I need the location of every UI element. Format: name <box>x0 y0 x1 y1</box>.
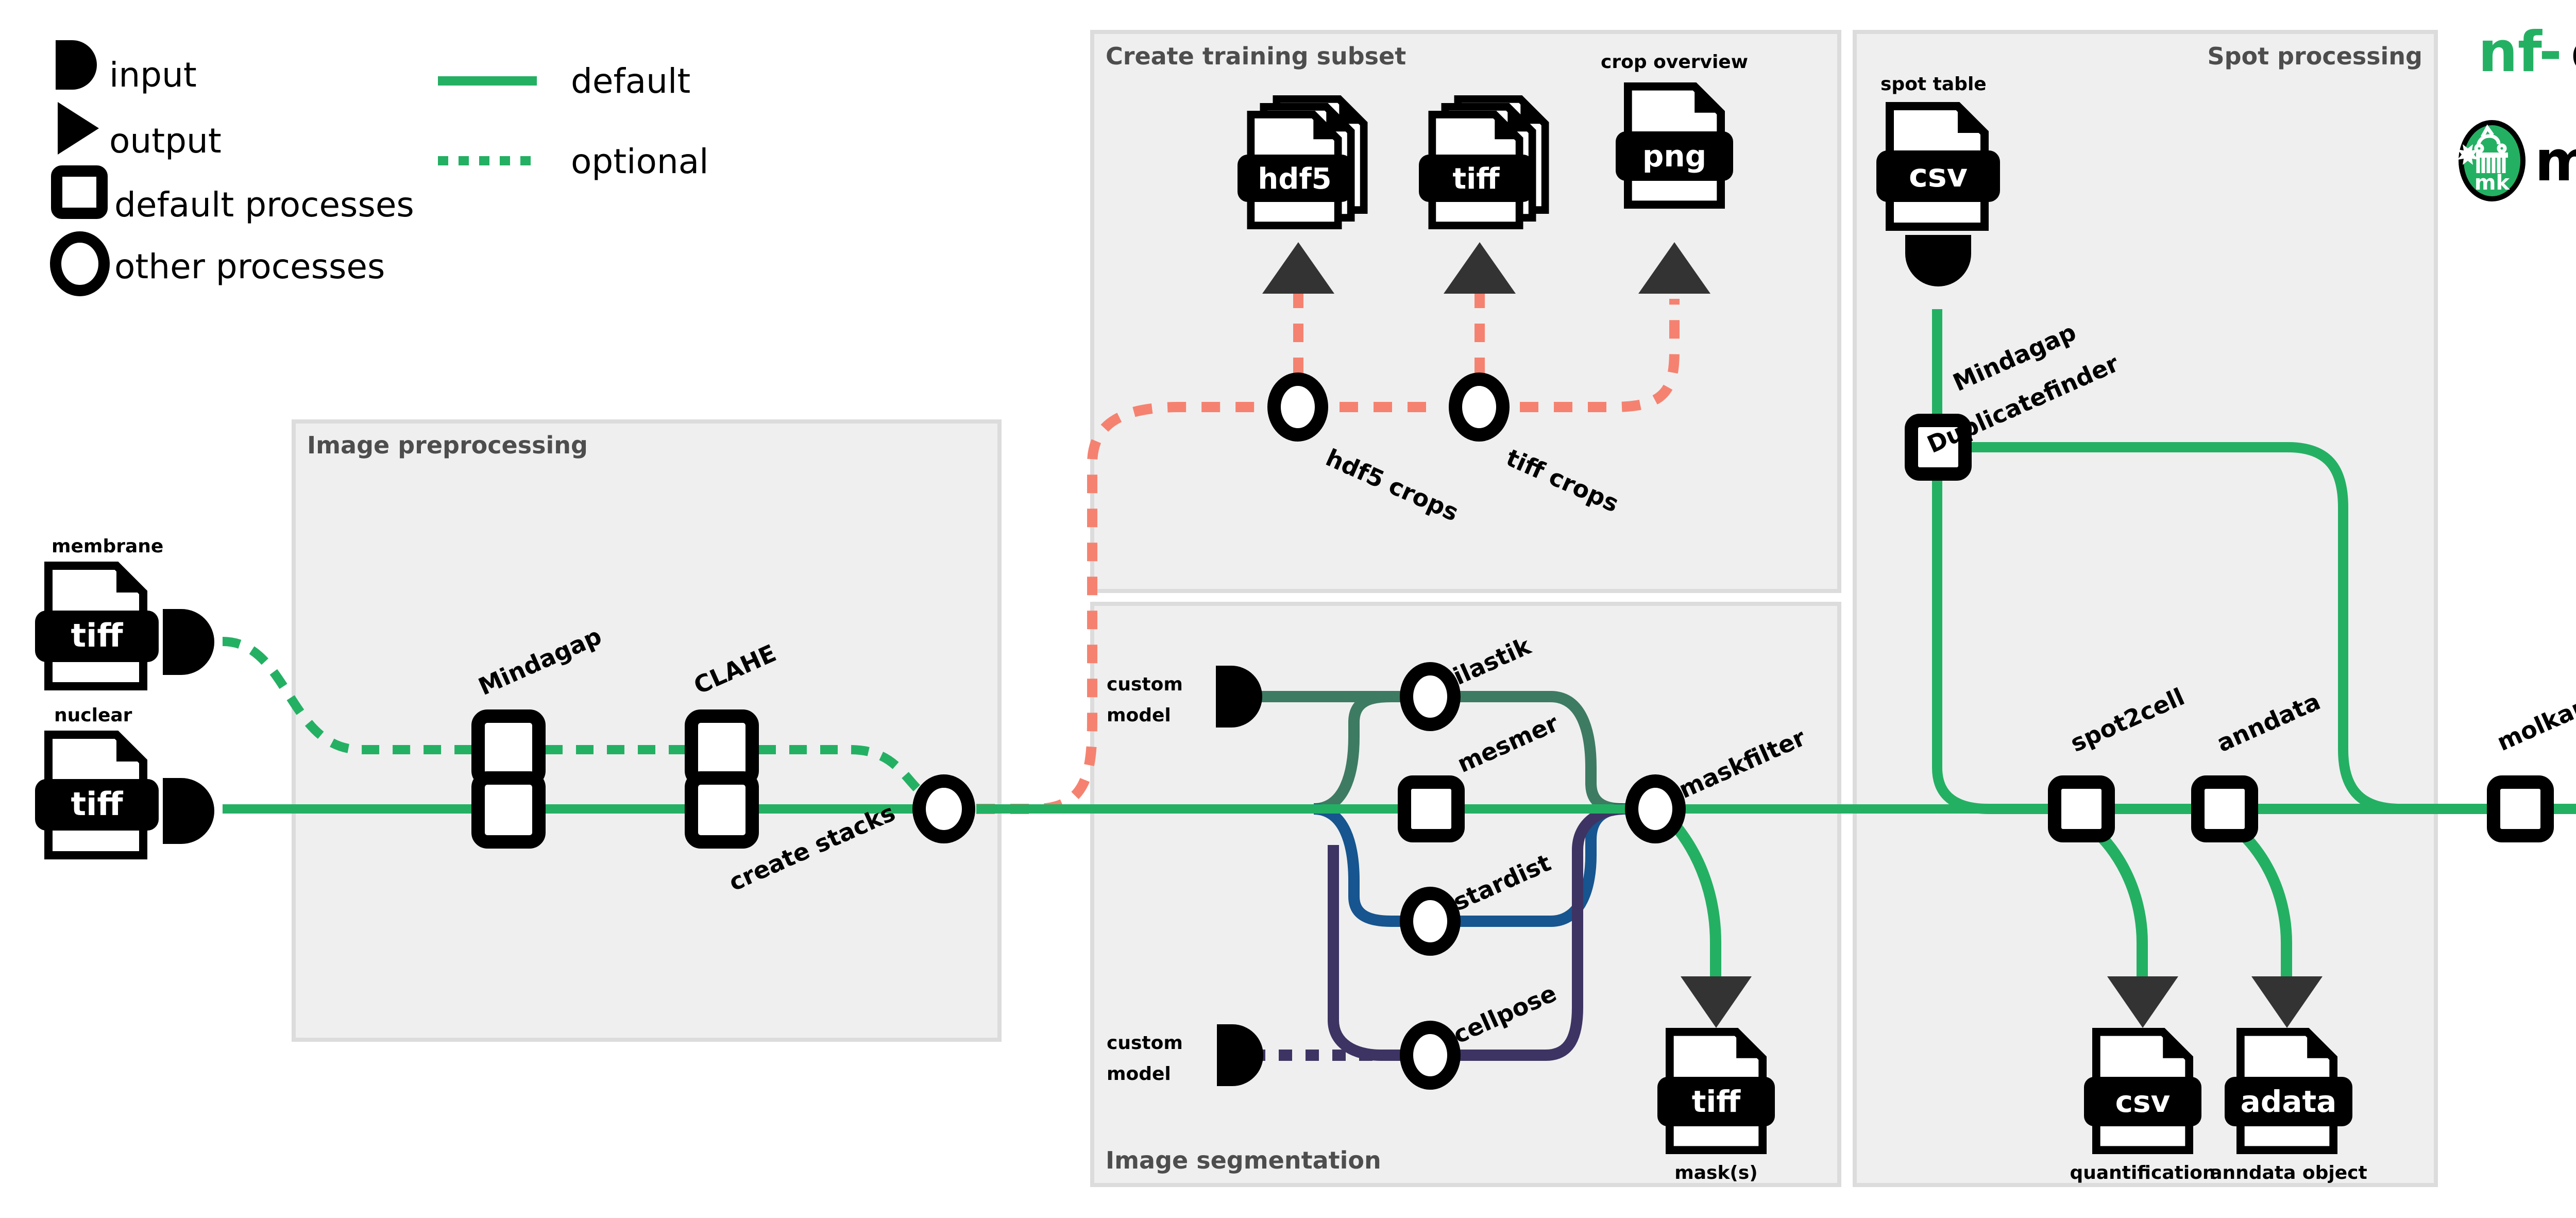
legend-label-other-processes: other processes <box>114 247 385 286</box>
edge-tiffcrops-to-cropoverview <box>1520 299 1680 412</box>
output-ext-adata: adata <box>2241 1084 2337 1119</box>
nf-core-logo: nf - core/ mk molkart <box>2458 20 2576 201</box>
input-label-custom-model-cellpose-line1: custom <box>1107 1033 1183 1054</box>
output-anndata-object: adata anndata object <box>2210 1032 2367 1183</box>
input-label-membrane: membrane <box>52 536 163 557</box>
process-anndata[interactable] <box>2191 775 2258 842</box>
panel-title-spot-processing: Spot processing <box>2207 42 2422 70</box>
output-ext-mask: tiff <box>1692 1084 1741 1119</box>
arrowhead-adata <box>2251 976 2323 1028</box>
process-hdf5-crops[interactable] <box>1267 373 1328 442</box>
input-marker-icon <box>56 40 97 90</box>
input-label-custom-model-cellpose-line2: model <box>1107 1063 1171 1085</box>
output-marker-icon <box>58 102 99 155</box>
input-ext-nuclear: tiff <box>71 785 123 823</box>
legend-label-optional-line: optional <box>571 142 708 181</box>
logo-molkart: molkart <box>2535 129 2576 194</box>
process-ilastik[interactable] <box>1400 662 1461 731</box>
edge-membrane-to-mindagap <box>222 637 479 754</box>
output-crop-overview: crop overview png <box>1601 52 1748 205</box>
output-label-anndata-object: anndata object <box>2210 1162 2367 1183</box>
output-ext-png: png <box>1642 139 1706 174</box>
input-nuclear-tiff: nuclear <box>54 705 132 726</box>
input-connector-custommodel-ilastik-icon <box>1216 666 1262 728</box>
output-ext-tiff-crops: tiff <box>1452 162 1500 196</box>
edge-maskfilter-to-mask <box>1670 820 1721 982</box>
output-ext-hdf5: hdf5 <box>1258 162 1331 196</box>
edge-cellpose-to-maskfilter <box>1449 803 1623 1061</box>
edge-stardist-branch <box>1313 803 1412 927</box>
panel-title-create-training-subset: Create training subset <box>1106 42 1406 70</box>
process-spot2cell[interactable] <box>2048 775 2115 842</box>
process-create-stacks[interactable] <box>912 774 975 843</box>
arrowhead-quantification <box>2107 976 2178 1028</box>
arrowhead-hdf5 <box>1262 242 1334 294</box>
process-mesmer[interactable] <box>1398 775 1465 842</box>
process-tiff-crops[interactable] <box>1449 373 1510 442</box>
legend-label-output: output <box>109 121 222 161</box>
process-mindagap[interactable] <box>471 709 546 849</box>
input-connector-nuclear-icon <box>163 778 214 844</box>
input-connector-custommodel-cellpose-icon <box>1217 1024 1263 1086</box>
legend-label-input: input <box>109 55 197 95</box>
input-membrane-tiff: membrane <box>52 536 163 557</box>
process-cellpose[interactable] <box>1400 1021 1461 1090</box>
circle-marker-icon <box>50 231 110 296</box>
molkart-badge-label: mk <box>2475 171 2511 195</box>
output-label-crop-overview: crop overview <box>1601 52 1748 73</box>
legend-label-default-processes: default processes <box>114 185 414 225</box>
edge-cellpose-branch <box>1328 845 1412 1061</box>
input-label-spot-table: spot table <box>1880 74 1987 95</box>
process-label-molkartqc: molkartqc <box>2493 676 2576 756</box>
process-mindagap-duplicatefinder[interactable] <box>1905 414 1972 481</box>
output-hdf5-crops: hdf5 <box>1238 99 1364 225</box>
input-connector-membrane-icon <box>163 609 214 675</box>
output-label-quantification: quantification <box>2070 1162 2215 1183</box>
process-stardist[interactable] <box>1400 887 1461 956</box>
legend-label-default-line: default <box>571 61 690 101</box>
arrowhead-mask <box>1681 976 1752 1028</box>
edge-createstacks-to-crops <box>976 402 1257 814</box>
panel-title-image-segmentation: Image segmentation <box>1106 1146 1381 1174</box>
input-connector-spottable-icon <box>1905 235 1971 286</box>
logo-nf: nf <box>2478 20 2543 84</box>
square-marker-icon <box>51 165 108 219</box>
logo-core: core/ <box>2571 20 2576 84</box>
output-tiff-crops: tiff <box>1419 99 1545 225</box>
panel-image-preprocessing: Image preprocessing <box>292 419 1002 1042</box>
process-clahe[interactable] <box>685 709 759 849</box>
process-maskfilter[interactable] <box>1625 774 1686 843</box>
arrowhead-tiff <box>1444 242 1516 294</box>
input-label-custom-model-ilastik-line1: custom <box>1107 674 1183 695</box>
legend: input output default processes other pro… <box>50 40 708 296</box>
input-spot-table-csv: spot table <box>1880 74 1987 95</box>
input-ext-membrane: tiff <box>71 617 123 654</box>
molkart-badge-icon: mk <box>2458 120 2526 201</box>
output-ext-quantification: csv <box>2115 1084 2171 1119</box>
input-ext-spot-table: csv <box>1909 157 1968 194</box>
arrowhead-png <box>1638 242 1710 294</box>
output-quantification: csv quantification <box>2070 1032 2216 1183</box>
input-label-custom-model-ilastik-line2: model <box>1107 705 1171 726</box>
input-label-nuclear: nuclear <box>54 705 132 726</box>
edge-duplicatefinder-down <box>1932 464 2050 814</box>
panel-title-image-preprocessing: Image preprocessing <box>307 431 588 459</box>
logo-dash: - <box>2539 20 2562 84</box>
process-molkartqc[interactable] <box>2487 775 2554 842</box>
output-masks: tiff mask(s) <box>1657 1032 1775 1183</box>
output-label-mask: mask(s) <box>1674 1162 1758 1183</box>
